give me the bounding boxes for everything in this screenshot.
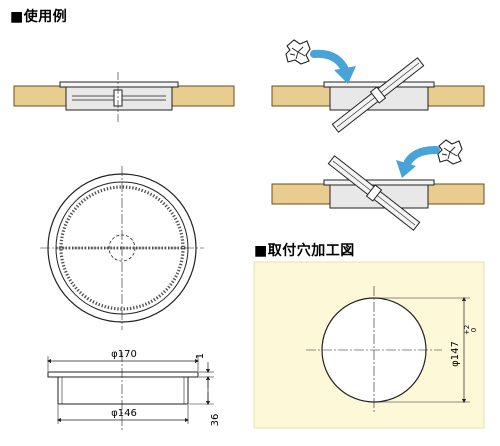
grommet-flange <box>59 81 179 88</box>
section-flange <box>47 371 199 378</box>
blue-curved-arrow-icon <box>396 146 440 178</box>
front-section-view: φ170 φ146 1 36 <box>46 349 221 430</box>
crumpled-paper-icon <box>437 139 463 165</box>
flange-thickness-label: 1 <box>195 353 206 359</box>
mounting-hole-heading: ■取付穴加工図 <box>254 243 355 259</box>
section-body <box>57 377 189 405</box>
tolerance-upper-label: +2 <box>463 325 471 335</box>
hole-diameter-label: φ147 <box>450 341 461 367</box>
desk-board-right <box>171 85 235 107</box>
top-view <box>40 166 204 330</box>
usage-example-heading: ■使用例 <box>10 9 68 25</box>
height-label: 36 <box>210 414 221 427</box>
side-view-closed <box>13 72 235 122</box>
inner-diameter-label: φ146 <box>111 408 137 419</box>
side-view-open-bottom <box>271 155 485 231</box>
tolerance-lower-label: 0 <box>470 328 478 332</box>
blue-curved-arrow-icon <box>310 49 356 84</box>
outer-diameter-label: φ170 <box>111 349 137 360</box>
mounting-hole-panel: φ147 +2 0 <box>253 261 485 429</box>
top-view-serrated-ring <box>59 185 185 311</box>
crumpled-paper-icon <box>285 39 311 65</box>
side-view-open-top <box>271 57 485 133</box>
desk-board-left <box>13 85 67 107</box>
